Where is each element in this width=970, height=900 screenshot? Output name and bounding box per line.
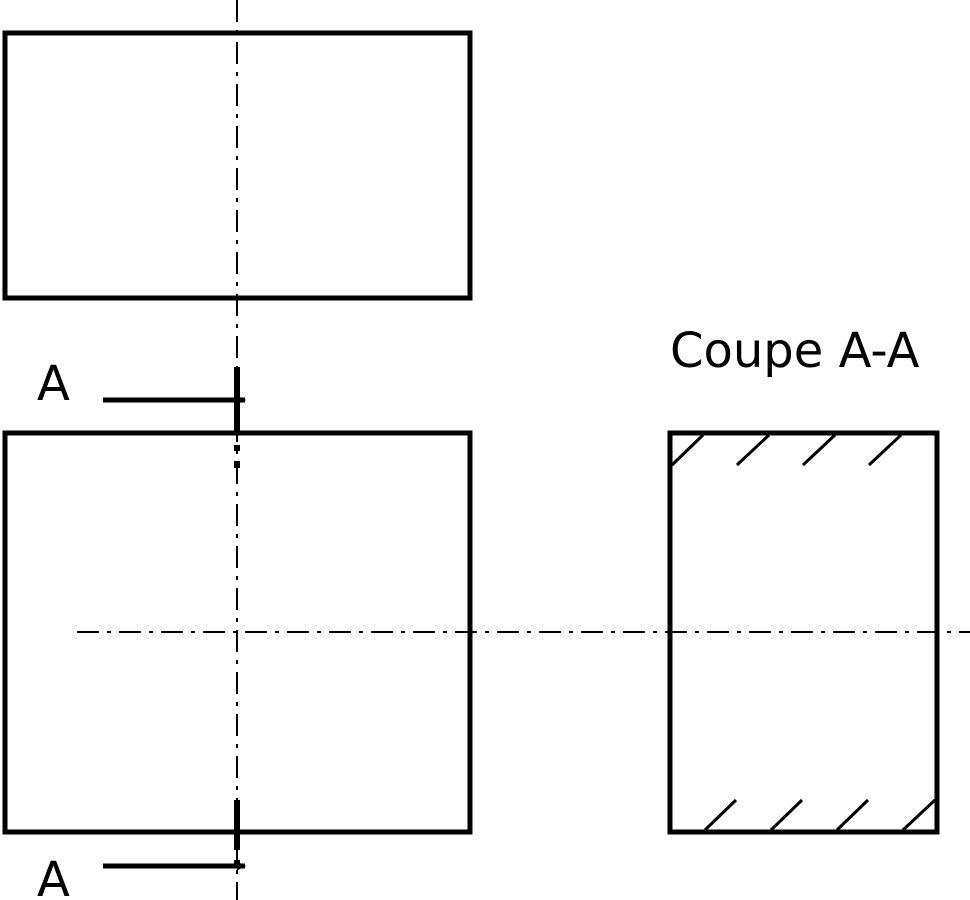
hatch-line: [835, 798, 870, 832]
hatch-line: [670, 433, 705, 467]
cut-label-top: A: [37, 356, 70, 412]
section-title: Coupe A-A: [670, 323, 920, 379]
hatch-line: [901, 798, 937, 832]
hatch-line: [703, 798, 738, 832]
hatch-line: [867, 433, 903, 467]
hatch-line: [801, 433, 837, 467]
hatch-line: [769, 798, 804, 832]
hatch-line: [735, 433, 771, 467]
cut-label-bottom: A: [37, 852, 70, 900]
